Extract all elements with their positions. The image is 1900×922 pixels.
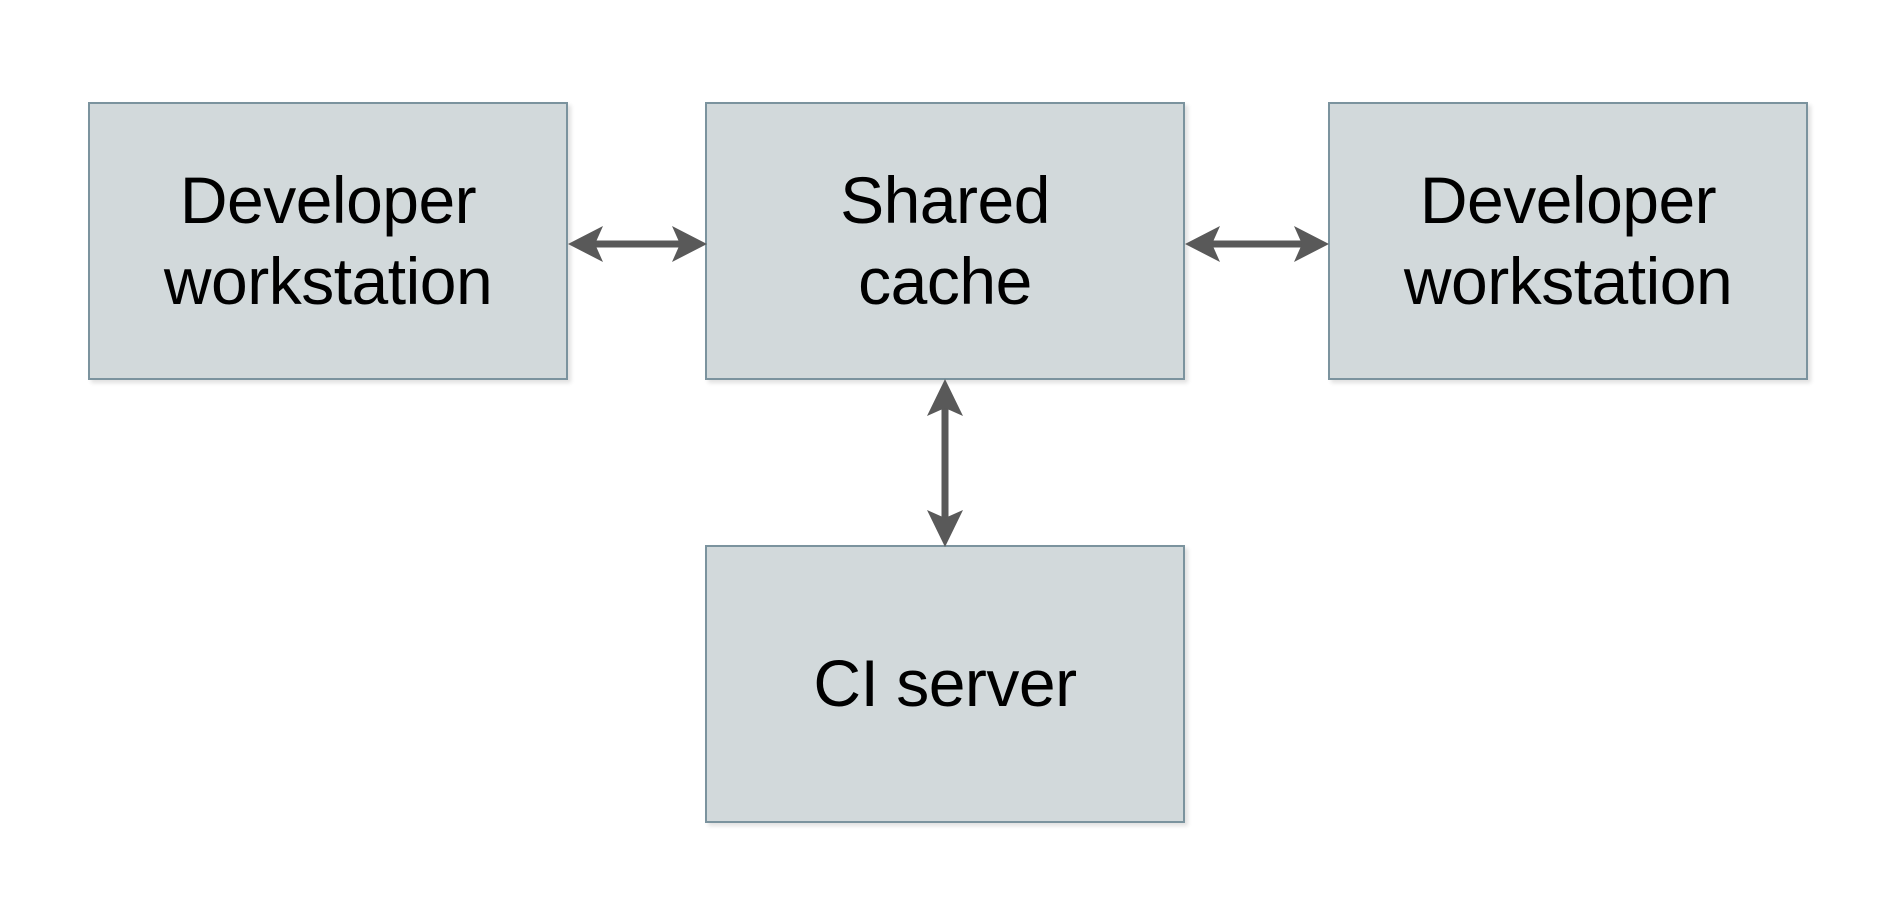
node-ci-server[interactable]: CI server <box>705 545 1185 823</box>
double-arrow-horizontal-icon <box>1185 226 1329 262</box>
node-label: Shared cache <box>840 162 1050 318</box>
node-shared-cache[interactable]: Shared cache <box>705 102 1185 380</box>
edge-shared-cache-to-ci-server <box>914 376 976 550</box>
edge-shared-cache-to-developer-workstation-right <box>1182 213 1332 275</box>
double-arrow-vertical-icon <box>927 379 963 547</box>
double-arrow-horizontal-icon <box>568 226 707 262</box>
node-label: Developer workstation <box>163 162 493 318</box>
node-label: CI server <box>813 646 1077 721</box>
node-developer-workstation-left[interactable]: Developer workstation <box>88 102 568 380</box>
edge-developer-workstation-left-to-shared-cache <box>565 213 710 275</box>
node-label: Developer workstation <box>1403 162 1733 318</box>
node-developer-workstation-right[interactable]: Developer workstation <box>1328 102 1808 380</box>
